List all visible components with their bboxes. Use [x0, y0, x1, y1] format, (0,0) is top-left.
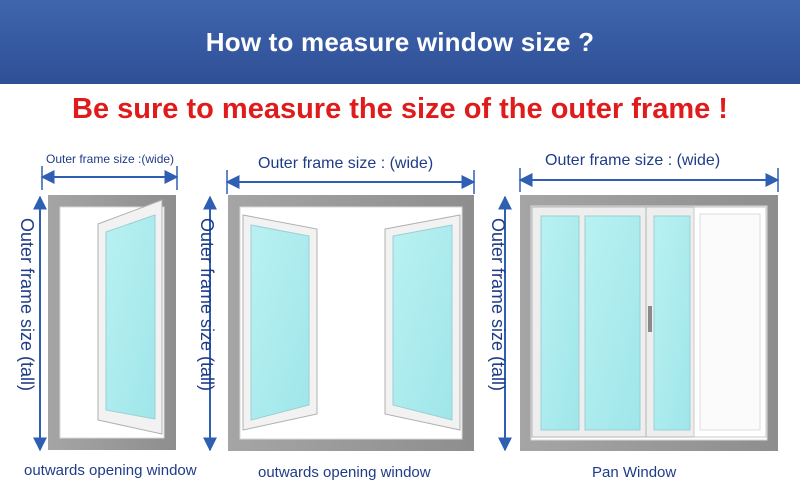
panel-2-window — [228, 195, 474, 451]
header-banner: How to measure window size ? — [0, 0, 800, 84]
panel-2-wide-arrow — [225, 170, 476, 194]
panel-3-window — [520, 195, 778, 451]
panel-1-wide-arrow — [40, 166, 179, 190]
warning-text: Be sure to measure the size of the outer… — [72, 93, 728, 125]
panel-3-tall-label: Outer frame size (tall) — [488, 218, 508, 392]
panel-1-tall-label: Outer frame size (tall) — [17, 218, 37, 392]
panel-3-wide-label: Outer frame size : (wide) — [545, 152, 721, 169]
panel-3-caption: Pan Window — [592, 464, 677, 481]
panel-2-wide-label: Outer frame size : (wide) — [258, 155, 434, 172]
panel-1-wide-label: Outer frame size :(wide) — [46, 152, 175, 166]
panel-1-window — [48, 195, 176, 450]
panel-3-wide-arrow — [518, 168, 780, 192]
banner-title: How to measure window size ? — [205, 26, 595, 57]
panel-1-caption: outwards opening window — [24, 462, 197, 479]
panel-2-tall-label: Outer frame size (tall) — [197, 218, 217, 392]
panel-2-caption: outwards opening window — [258, 464, 431, 481]
